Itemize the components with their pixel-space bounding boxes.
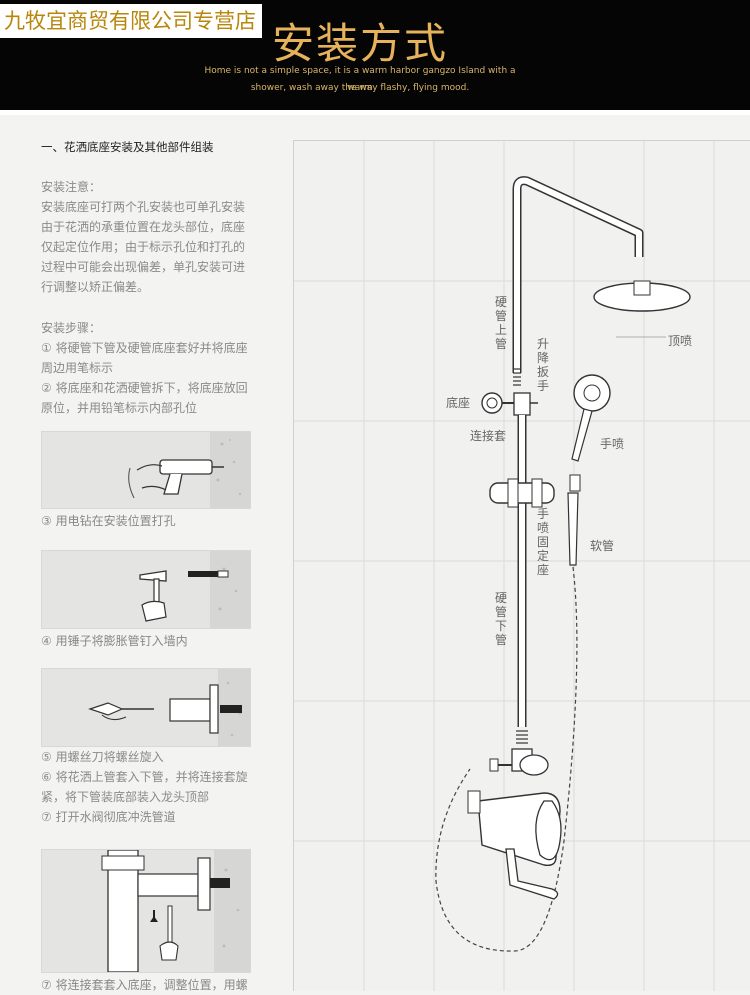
label-top-shower: 顶喷 xyxy=(668,334,693,348)
steps-block: 安装步骤： ① 将硬管下管及硬管底座套好并将底座 周边用笔标示 ② 将底座和花洒… xyxy=(41,318,269,418)
step-1-line: 周边用笔标示 xyxy=(41,361,114,375)
label-hard-pipe-upper: 硬管上管 xyxy=(494,295,507,351)
notes-line: 仅起定位作用；由于标示孔位和打孔的 xyxy=(41,240,246,254)
step-6-line: 紧，将下管装底部装入龙头顶部 xyxy=(41,790,210,804)
label-hard-pipe-lower: 硬管下管 xyxy=(494,591,507,647)
header-banner: 安装方式 九牧宜商贸有限公司专营店 Home is not a simple s… xyxy=(0,0,750,110)
notes-line: 过程中可能会出现偏差，单孔安装可进 xyxy=(41,260,246,274)
label-hand-shower: 手喷 xyxy=(600,437,625,451)
notes-line: 安装底座可打两个孔安装也可单孔安装 xyxy=(41,200,246,214)
notes-block: 安装注意： 安装底座可打两个孔安装也可单孔安装 由于花洒的承重位置在龙头部位，底… xyxy=(41,177,269,297)
banner-title: 安装方式 xyxy=(272,19,449,68)
notes-heading: 安装注意： xyxy=(41,180,102,194)
step-2-line: ② 将底座和花洒硬管拆下，将底座放回 xyxy=(41,381,248,395)
label-base: 底座 xyxy=(446,396,471,410)
step-1-line: ① 将硬管下管及硬管底座套好并将底座 xyxy=(41,341,248,355)
steps-5-7-block: ⑤ 用螺丝刀将螺丝旋入 ⑥ 将花洒上管套入下管，并将连接套旋 紧，将下管装底部装… xyxy=(41,747,269,827)
shower-diagram: 顶喷 硬管上管 升降扳手 底座 连接套 手喷 手喷固定座 软管 硬管下管 xyxy=(293,140,750,991)
notes-line: 行调整以矫正偏差。 xyxy=(41,280,150,294)
drill-illustration xyxy=(41,431,251,509)
step-8-caption: ⑦ 将连接套套入底座，调整位置，用螺 xyxy=(41,978,248,992)
store-name[interactable]: 九牧宜商贸有限公司专营店 xyxy=(0,4,262,38)
label-hose: 软管 xyxy=(590,539,615,553)
hammer-illustration xyxy=(41,550,251,629)
divider-stripe xyxy=(0,110,750,115)
banner-subtitle-line2: shower, wash away the way flashy, flying… xyxy=(250,83,470,93)
label-connector: 连接套 xyxy=(470,429,507,443)
step-7-caption: ⑦ 打开水阀彻底冲洗管道 xyxy=(41,810,176,824)
steps-heading: 安装步骤： xyxy=(41,321,102,335)
step-4-caption: ④ 用锤子将膨胀管钉入墙内 xyxy=(41,634,188,648)
step-3-caption: ③ 用电钻在安装位置打孔 xyxy=(41,514,176,528)
label-hand-holder: 手喷固定座 xyxy=(536,507,549,577)
banner-subtitle-line1: Home is not a simple space, it is a warm… xyxy=(204,66,516,93)
connector-illustration xyxy=(41,849,251,973)
section-title: 一、花洒底座安装及其他部件组装 xyxy=(41,140,214,154)
screwdriver-illustration xyxy=(41,668,251,747)
step-2-line: 原位，并用铅笔标示内部孔位 xyxy=(41,401,198,415)
step-5-caption: ⑤ 用螺丝刀将螺丝旋入 xyxy=(41,750,164,764)
notes-line: 由于花洒的承重位置在龙头部位，底座 xyxy=(41,220,246,234)
step-6-line: ⑥ 将花洒上管套入下管，并将连接套旋 xyxy=(41,770,248,784)
label-lift-wrench: 升降扳手 xyxy=(536,337,549,393)
